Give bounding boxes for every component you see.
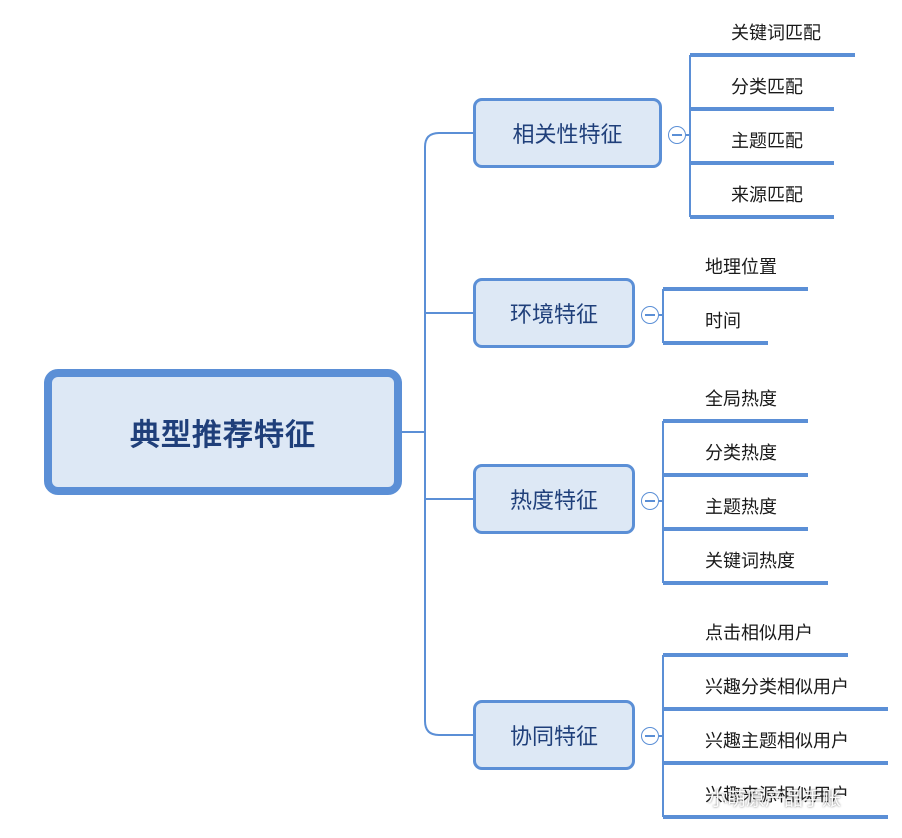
collapse-icon[interactable] (668, 126, 686, 144)
leaf-node[interactable]: 来源匹配 (731, 185, 803, 206)
branch-label: 相关性特征 (512, 123, 623, 148)
leaf-underline (663, 707, 888, 711)
branch-label: 协同特征 (509, 725, 598, 750)
branch-label: 环境特征 (509, 303, 598, 328)
root-label: 典型推荐特征 (130, 418, 316, 453)
leaf-node[interactable]: 主题热度 (705, 497, 777, 518)
leaf-node[interactable]: 全局热度 (705, 389, 777, 410)
leaf-node[interactable]: 分类匹配 (731, 77, 803, 98)
leaf-node[interactable]: 兴趣分类相似用户 (705, 677, 849, 698)
leaf-node[interactable]: 地理位置 (705, 257, 777, 278)
leaf-underline (663, 815, 888, 819)
leaf-underline (690, 215, 834, 219)
leaf-node[interactable]: 时间 (705, 311, 741, 332)
trunk-connector (424, 132, 440, 736)
leaf-underline (663, 419, 808, 423)
leaf-node[interactable]: 兴趣主题相似用户 (705, 731, 849, 752)
watermark-text: 小萌原产品手账 (708, 787, 842, 810)
leaf-underline (690, 161, 834, 165)
leaf-underline (663, 287, 808, 291)
leaf-underline (663, 653, 848, 657)
leaf-node[interactable]: 关键词热度 (705, 551, 795, 572)
leaf-node[interactable]: 主题匹配 (731, 131, 803, 152)
leaf-node[interactable]: 兴趣来源相似用户 (705, 785, 849, 806)
branch-node-environment[interactable]: 环境特征 (473, 278, 635, 348)
branch-label: 热度特征 (509, 489, 598, 514)
branch-node-relevance[interactable]: 相关性特征 (473, 98, 662, 168)
leaf-underline (690, 107, 834, 111)
branch-node-popularity[interactable]: 热度特征 (473, 464, 635, 534)
leaf-underline (663, 473, 808, 477)
leaf-node[interactable]: 点击相似用户 (705, 623, 813, 644)
leaf-underline (663, 341, 768, 345)
root-node[interactable]: 典型推荐特征 (44, 369, 402, 495)
leaf-underline (663, 527, 808, 531)
collapse-icon[interactable] (641, 727, 659, 745)
collapse-icon[interactable] (641, 492, 659, 510)
collapse-icon[interactable] (641, 306, 659, 324)
watermark: 小萌原产品手账 (672, 783, 841, 811)
leaf-node[interactable]: 关键词匹配 (731, 23, 821, 44)
wechat-icon (672, 787, 701, 807)
leaf-node[interactable]: 分类热度 (705, 443, 777, 464)
leaf-underline (690, 53, 855, 57)
leaf-underline (663, 581, 828, 585)
branch-node-collaborative[interactable]: 协同特征 (473, 700, 635, 770)
leaf-underline (663, 761, 888, 765)
